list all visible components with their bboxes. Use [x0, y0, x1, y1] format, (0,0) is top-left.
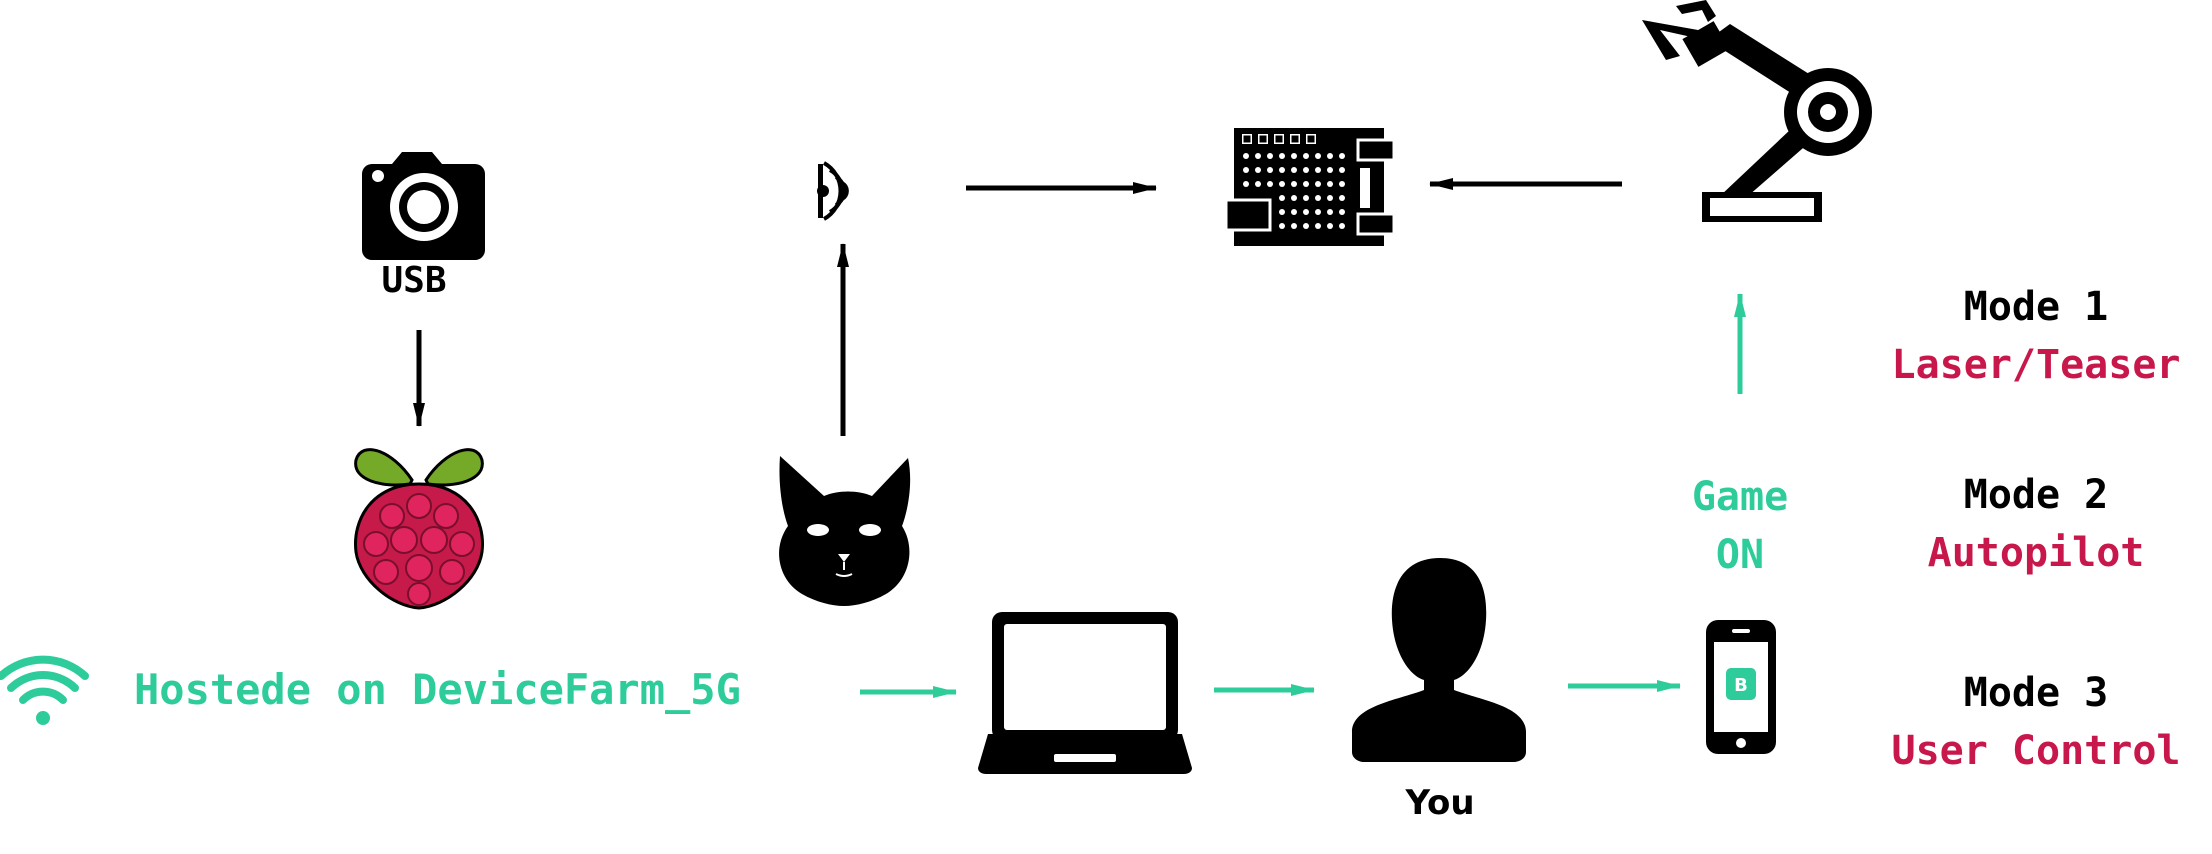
board-pin: [1291, 209, 1297, 215]
board-pin: [1243, 167, 1249, 173]
user-icon: [1352, 558, 1526, 762]
mode-3-title: Mode 3: [1964, 670, 2109, 716]
board-pin: [1267, 167, 1273, 173]
microcontroller-board-icon: [1224, 128, 1396, 246]
mode-1-name: Laser/Teaser: [1892, 342, 2181, 388]
board-pin: [1279, 195, 1285, 201]
board-pin: [1315, 223, 1321, 229]
board-pin: [1339, 195, 1345, 201]
game-status-line2: ON: [1716, 532, 1764, 578]
camera-icon: [362, 152, 485, 260]
game-status-line1: Game: [1692, 474, 1788, 520]
board-pin: [1291, 153, 1297, 159]
raspberry-pi-icon: [354, 448, 484, 610]
board-pin: [1327, 195, 1333, 201]
board-pin: [1255, 167, 1261, 173]
usb-label: USB: [381, 260, 446, 301]
hosted-network-label: Hostede on DeviceFarm_5G: [134, 665, 741, 714]
board-pin: [1327, 223, 1333, 229]
board-pin: [1267, 153, 1273, 159]
board-pin: [1291, 223, 1297, 229]
board-pin: [1303, 181, 1309, 187]
board-pin: [1339, 167, 1345, 173]
board-pin: [1339, 223, 1345, 229]
board-pin: [1315, 181, 1321, 187]
board-pin: [1315, 209, 1321, 215]
phone-app-glyph: B: [1734, 675, 1748, 696]
board-pin: [1339, 181, 1345, 187]
board-pin: [1327, 209, 1333, 215]
board-pin: [1339, 209, 1345, 215]
board-pin: [1303, 153, 1309, 159]
board-pin: [1279, 153, 1285, 159]
mode-2-title: Mode 2: [1964, 472, 2109, 518]
mode-3-name: User Control: [1892, 728, 2181, 774]
board-pin: [1255, 153, 1261, 159]
board-pin: [1267, 181, 1273, 187]
board-pin: [1255, 181, 1261, 187]
board-pin: [1327, 181, 1333, 187]
board-pin: [1279, 223, 1285, 229]
board-pin: [1303, 195, 1309, 201]
wifi-icon: [0, 655, 89, 725]
board-pin: [1291, 181, 1297, 187]
board-pin: [1315, 153, 1321, 159]
board-pin: [1303, 223, 1309, 229]
board-pin: [1303, 167, 1309, 173]
board-pin: [1279, 181, 1285, 187]
board-pin: [1279, 209, 1285, 215]
robot-arm-icon: [1642, 0, 1872, 222]
board-pin: [1327, 153, 1333, 159]
motion-sensor-icon: [817, 161, 849, 221]
board-pin: [1243, 153, 1249, 159]
board-pin: [1339, 153, 1345, 159]
laptop-icon: [978, 612, 1192, 774]
mode-1-title: Mode 1: [1964, 284, 2109, 330]
board-pin: [1243, 181, 1249, 187]
board-pin: [1327, 167, 1333, 173]
board-pin: [1291, 195, 1297, 201]
board-pin: [1291, 167, 1297, 173]
smartphone-icon[interactable]: B: [1706, 620, 1776, 754]
board-pin: [1315, 195, 1321, 201]
cat-icon: [779, 456, 911, 606]
mode-2-name: Autopilot: [1928, 530, 2145, 576]
board-pin: [1315, 167, 1321, 173]
board-pin: [1303, 209, 1309, 215]
board-pin: [1279, 167, 1285, 173]
user-label: You: [1404, 783, 1474, 823]
